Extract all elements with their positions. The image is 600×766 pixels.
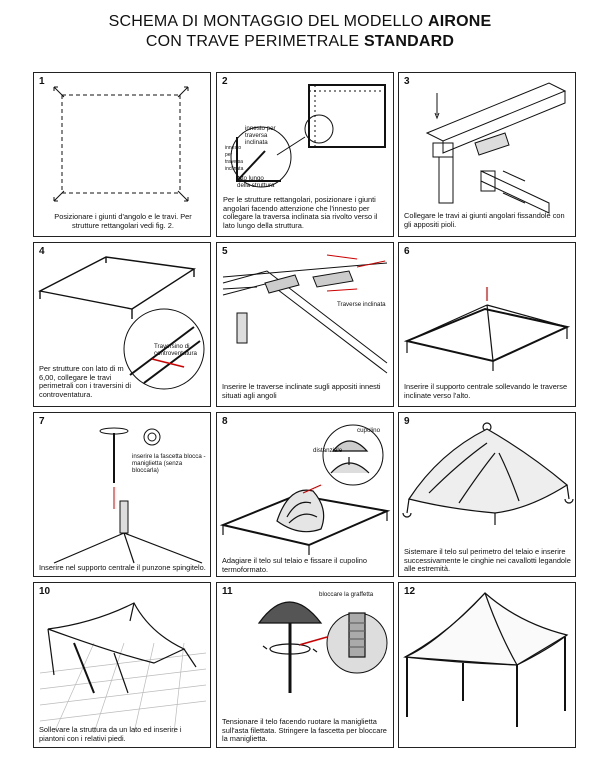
step-panel-7: 7 inserire la fascetta blocca -manigliet… xyxy=(33,412,211,577)
step-panel-2: 2 innesto per traversa inclinata innesto… xyxy=(216,72,394,237)
model-name: AIRONE xyxy=(427,13,492,30)
step-5-illustration xyxy=(222,254,388,374)
step-caption: Sistemare il telo sul perimetro del tela… xyxy=(404,547,571,574)
callout-label: bloccare la graffetta xyxy=(319,591,374,598)
step-caption: Sollevare la struttura da un lato ed ins… xyxy=(39,725,182,743)
step-panel-3: 3 Collegare le travi ai giunti angolari … xyxy=(398,72,576,237)
step-panel-9: 9 Sistemare il telo sul perimetro del te… xyxy=(398,412,576,577)
callout-label: Traversino di controventatura xyxy=(154,343,197,357)
step-panel-10: 10 Sollevare la struttura da un lato ed … xyxy=(33,582,211,748)
beam-type: STANDARD xyxy=(363,33,455,50)
title-prefix: SCHEMA DI MONTAGGIO DEL MODELLO xyxy=(108,13,428,30)
page-title-line-1: SCHEMA DI MONTAGGIO DEL MODELLO AIRONE xyxy=(0,13,600,31)
step-number: 11 xyxy=(222,586,233,597)
step-7-illustration xyxy=(53,427,203,564)
step-caption: Inserire il supporto centrale sollevando… xyxy=(404,382,568,400)
step-caption: Per strutture con lato di m 6,00, colleg… xyxy=(39,364,132,399)
step-3-illustration xyxy=(425,82,567,214)
step-number: 3 xyxy=(404,76,410,87)
step-panel-12: 12 xyxy=(398,582,576,748)
step-6-illustration xyxy=(403,287,571,371)
step-2-illustration xyxy=(230,84,386,188)
step-panel-4: 4 Traversino di controventatura Per stru… xyxy=(33,242,211,407)
page-title-line-2: CON TRAVE PERIMETRALE STANDARD xyxy=(0,33,600,51)
step-panel-1: 1 Posizionare i giunti d'angolo e le tra… xyxy=(33,72,211,237)
callout-label: innesto per traversa inclinata xyxy=(225,145,244,172)
step-9-illustration xyxy=(402,422,574,525)
step-1-illustration xyxy=(53,86,189,202)
step-8-illustration xyxy=(219,424,391,555)
callout-label: lato lungo della struttura xyxy=(237,175,275,189)
step-number: 7 xyxy=(39,416,45,427)
step-panel-6: 6 Inserire il supporto centrale sollevan… xyxy=(398,242,576,407)
step-panel-5: 5 Traverse inclinata Inserire le travers… xyxy=(216,242,394,407)
callout-label: innesto per traversa inclinata xyxy=(245,125,276,146)
step-number: 2 xyxy=(222,76,228,87)
step-number: 6 xyxy=(404,246,410,257)
step-number: 9 xyxy=(404,416,410,427)
step-panel-8: 8 distanziale cupolino Adagiare il telo … xyxy=(216,412,394,577)
step-caption: Inserire le traverse inclinate sugli app… xyxy=(222,382,381,400)
subtitle-prefix: CON TRAVE PERIMETRALE xyxy=(145,33,364,50)
step-number: 10 xyxy=(39,586,51,597)
step-11-illustration xyxy=(257,601,388,693)
step-12-illustration xyxy=(403,592,569,727)
step-caption: Inserire nel supporto centrale il punzon… xyxy=(39,563,206,572)
callout-label: inserire la fascetta blocca -maniglietta… xyxy=(132,453,206,474)
step-caption: Collegare le travi ai giunti angolari fi… xyxy=(404,211,565,229)
step-caption: Posizionare i giunti d'angolo e le travi… xyxy=(54,212,192,230)
callout-label: distanziale xyxy=(313,447,343,454)
step-number: 12 xyxy=(404,586,416,597)
callout-label: Traverse inclinata xyxy=(337,301,386,308)
step-4-illustration xyxy=(37,256,205,390)
step-caption: Adagiare il telo sul telaio e fissare il… xyxy=(222,556,368,574)
step-10-illustration xyxy=(39,602,207,734)
callout-label: cupolino xyxy=(357,427,381,434)
step-number: 1 xyxy=(39,76,45,87)
step-number: 4 xyxy=(39,246,45,257)
step-number: 5 xyxy=(222,246,228,257)
step-panel-11: 11 bloccare la graffetta Tensionare il t… xyxy=(216,582,394,748)
step-caption: Per le strutture rettangolari, posiziona… xyxy=(223,195,378,230)
step-number: 8 xyxy=(222,416,228,427)
step-caption: Tensionare il telo facendo ruotare la ma… xyxy=(222,717,387,744)
